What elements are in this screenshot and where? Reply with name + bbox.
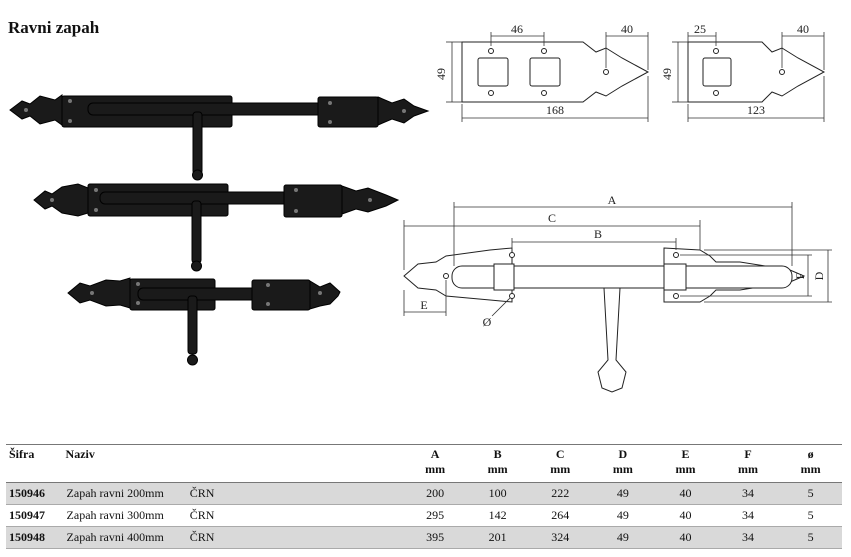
dim-label: 40 <box>621 22 633 36</box>
cell-color: ČRN <box>189 530 215 544</box>
header-name: Naziv <box>65 447 95 461</box>
dim-label: 49 <box>434 68 448 80</box>
dim-label: C <box>548 211 556 225</box>
dim-label: 168 <box>546 103 564 117</box>
cell-a: 200 <box>426 486 445 500</box>
cell-f: 34 <box>742 530 755 544</box>
cell-e: 40 <box>679 530 692 544</box>
cell-dia: 5 <box>807 508 814 522</box>
drawing-plate-123: 25 40 49 123 <box>660 22 826 122</box>
table-row: 150946 Zapah ravni 200mm ČRN 200 100 222… <box>6 482 842 505</box>
header-spacer <box>190 445 404 483</box>
product-illustration: 46 40 49 168 25 40 49 123 <box>9 22 832 393</box>
dim-label: 46 <box>511 22 523 36</box>
table-row: 150948 Zapah ravni 400mm ČRN 395 201 324… <box>6 526 842 549</box>
dim-label: 49 <box>660 68 674 80</box>
dim-label: Ø <box>483 315 492 329</box>
cell-d: 49 <box>616 508 629 522</box>
cell-a: 395 <box>426 530 445 544</box>
cell-code: 150946 <box>9 486 45 500</box>
bolt-photo-large <box>9 94 430 181</box>
cell-e: 40 <box>679 508 692 522</box>
cell-c: 222 <box>551 486 570 500</box>
cell-b: 142 <box>488 508 507 522</box>
cell-c: 324 <box>551 530 570 544</box>
dim-label: B <box>594 227 602 241</box>
cell-dia: 5 <box>807 530 814 544</box>
rivets <box>24 99 406 306</box>
table-row: 150947 Zapah ravni 300mm ČRN 295 142 264… <box>6 505 842 527</box>
cell-b: 100 <box>488 486 507 500</box>
drawing-bolt-assembly: A C B E F D Ø <box>403 193 832 393</box>
cell-color: ČRN <box>189 486 215 500</box>
cell-b: 201 <box>488 530 507 544</box>
bolt-photo-medium <box>33 183 400 272</box>
cell-f: 34 <box>742 486 755 500</box>
cell-name: Zapah ravni 200mm <box>66 486 164 500</box>
cell-d: 49 <box>616 530 629 544</box>
drawing-plate-168: 46 40 49 168 <box>434 22 650 122</box>
dim-label: 40 <box>797 22 809 36</box>
cell-code: 150947 <box>9 508 45 522</box>
bolt-photo-small <box>67 277 341 366</box>
dim-label: D <box>812 271 826 280</box>
cell-name: Zapah ravni 300mm <box>66 508 164 522</box>
cell-code: 150948 <box>9 530 45 544</box>
cell-d: 49 <box>616 486 629 500</box>
dim-label: F <box>793 272 807 279</box>
page-title: Ravni zapah <box>8 18 100 37</box>
dim-label: E <box>420 298 427 312</box>
dim-label: 123 <box>747 103 765 117</box>
header-code: Šifra <box>9 447 35 461</box>
cell-f: 34 <box>742 508 755 522</box>
cell-color: ČRN <box>189 508 215 522</box>
cell-name: Zapah ravni 400mm <box>66 530 164 544</box>
dim-label: 25 <box>694 22 706 36</box>
cell-c: 264 <box>551 508 570 522</box>
cell-dia: 5 <box>807 486 814 500</box>
cell-a: 295 <box>426 508 445 522</box>
dim-label: A <box>608 193 617 207</box>
cell-e: 40 <box>679 486 692 500</box>
